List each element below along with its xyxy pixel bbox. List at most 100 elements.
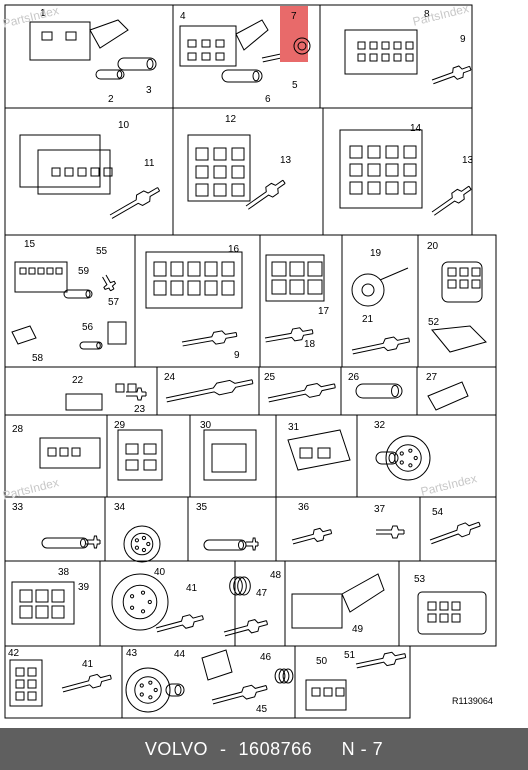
connector-cavity-shape <box>127 383 137 393</box>
seal-ring-shape <box>229 576 243 596</box>
connector-cavity-shape <box>195 183 209 197</box>
terminal-pin-shape <box>61 673 112 693</box>
sleeve-shape <box>41 537 89 549</box>
footer-brand: VOLVO <box>144 739 209 759</box>
callout-number: 3 <box>146 85 152 96</box>
terminal-pin-shape <box>102 274 117 292</box>
callout-number: 30 <box>200 420 212 431</box>
callout-number: 25 <box>264 372 276 383</box>
callout-number: 2 <box>108 94 114 105</box>
connector-cavity-shape <box>403 145 417 159</box>
cable-boot-shape <box>235 19 269 51</box>
terminal-pin-shape <box>246 537 259 551</box>
sleeve-end-shape <box>85 290 91 298</box>
connector-cavity-shape <box>349 181 363 195</box>
sleeve-shape <box>165 683 185 697</box>
connector-cavity-shape <box>299 447 313 459</box>
diagram-panel <box>417 234 497 368</box>
connector-cavity-shape <box>221 280 235 296</box>
callout-number: 47 <box>256 588 268 599</box>
connector-cavity-shape <box>37 267 45 275</box>
connector-cavity-shape <box>41 31 53 41</box>
connector-cavity-shape <box>403 181 417 195</box>
callout-number: 16 <box>228 244 240 255</box>
connector-cavity-shape <box>357 53 366 62</box>
connector-cavity-shape <box>187 52 197 61</box>
connector-drawings <box>9 6 487 713</box>
contact-hole-shape <box>134 538 139 543</box>
callout-number: 59 <box>78 266 90 277</box>
terminal-pin-shape <box>264 327 314 343</box>
connector-cavity-shape <box>47 447 57 457</box>
connector-cavity-shape <box>307 261 323 277</box>
terminal-pin-shape <box>431 185 472 216</box>
connector-cavity-shape <box>153 261 167 277</box>
terminal-pin-shape <box>155 614 204 633</box>
callout-number: 37 <box>374 504 386 515</box>
panel-grid <box>4 4 497 719</box>
connector-housing-shape <box>339 129 423 209</box>
callout-number: 13 <box>280 155 292 166</box>
terminal-pin-shape <box>211 684 268 705</box>
terminal-pin-shape <box>126 387 147 401</box>
connector-cavity-shape <box>59 447 69 457</box>
connector-cavity-shape <box>335 687 345 697</box>
terminal-pin-shape <box>109 187 161 219</box>
connector-cavity-shape <box>403 163 417 177</box>
connector-cavity-shape <box>471 279 481 289</box>
contact-hole-shape <box>147 599 152 605</box>
callout-number: 53 <box>414 574 426 585</box>
diagram-panel <box>398 560 497 647</box>
connector-cavity-shape <box>451 613 461 623</box>
connector-cavity-shape <box>385 163 399 177</box>
connector-cavity-shape <box>213 147 227 161</box>
connector-cavity-shape <box>28 267 36 275</box>
connector-cavity-shape <box>459 267 469 277</box>
contact-hole-shape <box>408 448 413 453</box>
contact-hole-shape <box>413 455 418 461</box>
contact-hole-shape <box>140 609 146 614</box>
sleeve-end-shape <box>96 342 101 349</box>
connector-cavity-shape <box>15 679 25 689</box>
connector-cavity-shape <box>311 687 321 697</box>
connector-cavity-shape <box>71 447 81 457</box>
callout-number: 41 <box>82 659 94 670</box>
connector-cavity-shape <box>459 279 469 289</box>
sleeve-shape <box>375 451 399 465</box>
sleeve-shape <box>63 289 93 299</box>
contact-hole-shape <box>140 590 146 595</box>
callout-number: 28 <box>12 424 24 435</box>
grommet-shape <box>293 37 311 55</box>
connector-cavity-shape <box>170 261 184 277</box>
round-connector-face-shape <box>134 676 162 704</box>
connector-cavity-shape <box>349 163 363 177</box>
connector-housing-shape <box>265 254 325 302</box>
connector-housing-shape <box>107 321 127 345</box>
callout-number: 35 <box>196 502 208 513</box>
sleeve-shape <box>355 383 403 399</box>
round-connector-face-shape <box>130 532 154 556</box>
callout-number: 12 <box>225 114 237 125</box>
diagram-panel <box>319 4 473 109</box>
connector-cavity-shape <box>451 601 461 611</box>
sleeve-shape <box>95 69 125 80</box>
connector-cavity-shape <box>405 41 414 50</box>
callout-number: 52 <box>428 317 440 328</box>
connector-housing-shape <box>305 679 347 711</box>
connector-cavity-shape <box>195 147 209 161</box>
connector-cavity-shape <box>51 605 65 619</box>
connector-cavity-shape <box>19 589 33 603</box>
callout-number: 13 <box>462 155 474 166</box>
contact-hole-shape <box>129 594 135 599</box>
connector-cavity-shape <box>201 52 211 61</box>
connector-housing-shape <box>11 581 75 625</box>
callout-number: 45 <box>256 704 268 715</box>
connector-cavity-shape <box>447 279 457 289</box>
connector-cavity-shape <box>153 280 167 296</box>
connector-cavity-shape <box>231 165 245 179</box>
connector-housing-shape <box>39 437 101 469</box>
connector-housing-shape <box>117 429 163 481</box>
callout-number: 19 <box>370 248 382 259</box>
callout-number: 41 <box>186 583 198 594</box>
